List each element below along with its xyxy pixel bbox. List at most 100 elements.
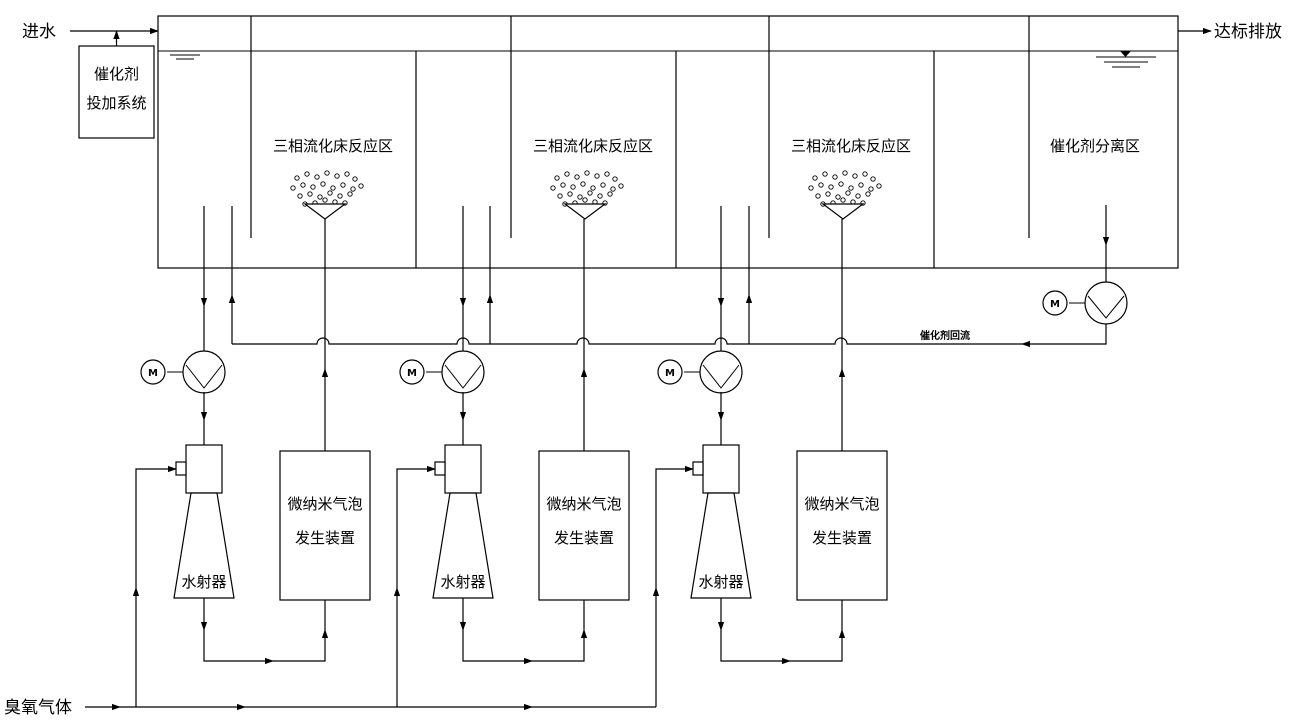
ozone-gas-line: 臭氧气体 — [4, 465, 694, 718]
bubble — [597, 193, 603, 199]
discharge-outlet: 达标排放 — [1178, 22, 1282, 42]
bubble — [358, 183, 364, 189]
bubble — [577, 194, 583, 200]
bubble-cluster-2 — [550, 170, 624, 207]
bubble — [876, 183, 882, 189]
ejector-3-label: 水射器 — [698, 573, 743, 591]
bubble — [612, 176, 618, 182]
bubble — [858, 182, 864, 188]
motor-icon — [657, 359, 683, 385]
bubble — [317, 194, 323, 200]
bubble — [822, 171, 828, 177]
reactor-tank — [157, 15, 1179, 269]
catalyst-dosing-system: 催化剂 投加系统 — [78, 30, 155, 139]
bubble — [327, 190, 333, 196]
bubble — [845, 190, 851, 196]
bubble — [337, 193, 343, 199]
gas-inlet-port-3 — [692, 461, 704, 476]
bubble — [567, 191, 573, 197]
ejector-2-label: 水射器 — [440, 573, 485, 591]
bubble — [862, 171, 868, 177]
bubble — [842, 170, 848, 176]
water-inlet: 进水 — [22, 22, 159, 42]
gas-inlet-port-2 — [434, 461, 446, 476]
bubble — [600, 182, 606, 188]
catalyst-dosing-label-2: 投加系统 — [86, 94, 146, 112]
bubble-diffuser-1 — [290, 170, 364, 220]
catalyst-return-line: 催化剂回流 — [228, 206, 1107, 348]
bubble — [352, 176, 358, 182]
motor-icon — [140, 359, 166, 385]
ejector-2 — [432, 492, 494, 599]
catalyst-dosing-label-1: 催化剂 — [94, 65, 139, 83]
reaction-zone-2-label: 三相流化床反应区 — [533, 137, 653, 155]
pump-2 — [441, 350, 485, 394]
ejector-head-2 — [444, 444, 482, 494]
bubble — [832, 174, 838, 180]
bubble — [300, 182, 306, 188]
bubble — [590, 185, 596, 191]
bubble — [297, 193, 303, 199]
bubble — [838, 181, 844, 187]
bubble — [560, 182, 566, 188]
bubble — [350, 186, 356, 192]
bubble — [587, 190, 593, 196]
bubble — [818, 182, 824, 188]
catalyst-return-label: 催化剂回流 — [920, 329, 970, 342]
bubble — [602, 200, 608, 206]
motor-icon — [1042, 290, 1068, 316]
bubble-generator-1-label-2: 发生装置 — [295, 529, 355, 547]
pump-3 — [699, 350, 743, 394]
bubble — [860, 200, 866, 206]
bubble — [815, 193, 821, 199]
bubble — [554, 175, 560, 181]
bubble — [852, 173, 858, 179]
bubble — [310, 184, 316, 190]
reaction-zone-1-label: 三相流化床反应区 — [273, 137, 393, 155]
svg-text:M: M — [148, 368, 158, 379]
water-level-symbol-right — [1096, 51, 1156, 68]
bubble-generator-1-label-1: 微纳米气泡 — [287, 495, 362, 513]
gas-inlet-port-1 — [175, 461, 187, 476]
bubble-diffuser-2 — [550, 170, 624, 220]
discharge-label: 达标排放 — [1214, 22, 1282, 42]
bubble — [334, 173, 340, 179]
bubble-generator-3-label-2: 发生装置 — [812, 529, 872, 547]
ejector-3 — [690, 492, 752, 599]
bubble — [344, 171, 350, 177]
bubble — [825, 191, 831, 197]
ejector-1-label: 水射器 — [181, 573, 226, 591]
bubble — [330, 185, 336, 191]
bubble — [828, 184, 834, 190]
bubble — [304, 171, 310, 177]
bubble — [604, 171, 610, 177]
bubble — [840, 197, 846, 203]
bubble — [314, 174, 320, 180]
separation-zone-label: 催化剂分离区 — [1050, 137, 1140, 155]
bubble-generator-3 — [796, 450, 888, 601]
bubble — [582, 197, 588, 203]
svg-text:M: M — [665, 368, 675, 379]
ejector-1 — [173, 492, 235, 599]
bubble — [564, 171, 570, 177]
bubble — [607, 191, 613, 197]
bubble-generator-1 — [279, 450, 371, 601]
treatment-unit-1: M 水射器 微纳米气泡 发生装置 — [140, 206, 371, 665]
bubble-cluster-3 — [808, 170, 882, 207]
bubble-generator-2-label-1: 微纳米气泡 — [546, 495, 621, 513]
water-inlet-label: 进水 — [22, 22, 56, 42]
bubble — [865, 191, 871, 197]
ejector-head-1 — [185, 444, 223, 494]
bubble — [835, 194, 841, 200]
bubble — [808, 185, 814, 191]
separation-pump: M — [1042, 205, 1128, 325]
bubble — [550, 185, 556, 191]
bubble — [870, 176, 876, 182]
motor-icon — [399, 359, 425, 385]
reaction-zone-3-label: 三相流化床反应区 — [791, 137, 911, 155]
bubble — [812, 175, 818, 181]
ejector-head-3 — [702, 444, 740, 494]
bubble — [594, 173, 600, 179]
bubble-diffuser-3 — [808, 170, 882, 220]
